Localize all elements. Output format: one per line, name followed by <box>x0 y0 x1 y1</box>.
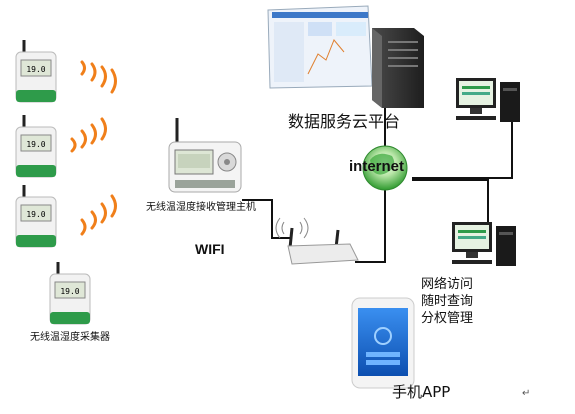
sensor-readout: 19.0 <box>26 140 45 149</box>
remote-access-label: 网络访问 随时查询 分权管理 <box>421 276 473 327</box>
receiver-label: 无线温湿度接收管理主机 <box>146 202 256 213</box>
server-tower <box>372 28 424 108</box>
desktop-pc-top <box>456 78 520 122</box>
connection-lines <box>242 108 513 263</box>
sensor-1: 19.0 <box>15 40 57 103</box>
cloud-platform-label: 数据服务云平台 <box>288 112 401 131</box>
globe-to-pc-top-line <box>412 120 513 179</box>
receiver-to-router-line <box>242 199 290 239</box>
sensor-readout: 19.0 <box>26 210 45 219</box>
cloud-platform-screenshot <box>267 5 373 89</box>
internet-label: internet <box>349 158 405 175</box>
sensor-4: 19.0 <box>49 262 91 325</box>
remote-line-2: 随时查询 <box>421 294 474 309</box>
wifi-label: WIFI <box>195 241 225 257</box>
router-to-globe-line <box>355 188 386 263</box>
sensor-readout: 19.0 <box>60 287 79 296</box>
globe-to-pc-bottom-line <box>412 179 489 222</box>
sensor-3: 19.0 <box>15 185 57 248</box>
return-mark: ↵ <box>522 388 531 399</box>
radio-wave-icons <box>70 60 117 236</box>
sensor-readout: 19.0 <box>26 65 45 74</box>
collector-label: 无线温湿度采集器 <box>30 332 110 343</box>
remote-line-3: 分权管理 <box>421 311 474 326</box>
remote-line-1: 网络访问 <box>421 277 474 292</box>
desktop-pc-bottom <box>452 222 516 266</box>
receiver-host <box>168 118 242 193</box>
sensor-2: 19.0 <box>15 115 57 178</box>
wifi-router <box>275 217 359 265</box>
mobile-app-label: 手机APP <box>392 383 451 401</box>
mobile-phone <box>351 297 415 389</box>
internet-globe <box>362 145 408 191</box>
